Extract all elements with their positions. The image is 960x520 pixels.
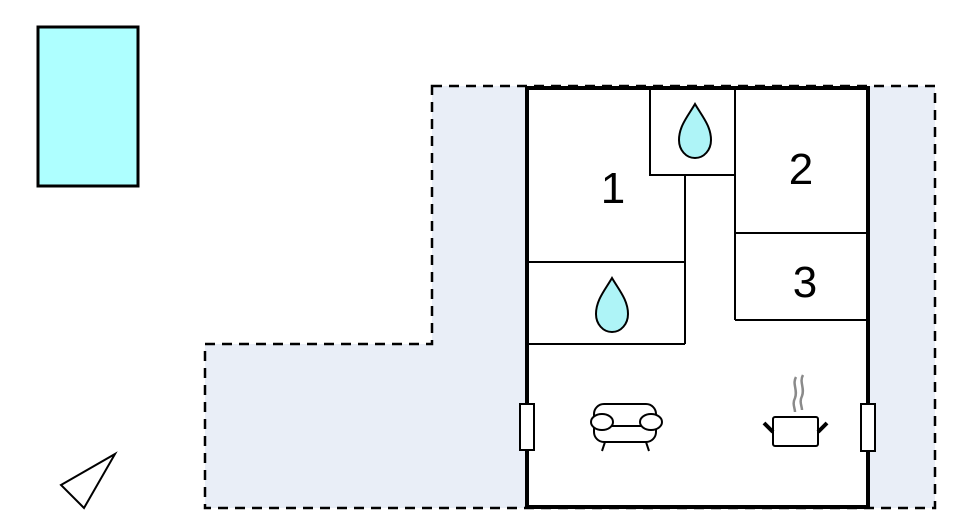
house-outer-walls [525,86,870,509]
interior-walls [527,88,868,345]
water-drop-icon [677,102,713,160]
cooking-pot-icon [762,374,829,447]
door-left [519,403,535,451]
room-label-1: 1 [601,164,625,213]
door-right [860,403,876,452]
sofa-icon [590,403,663,452]
room-label-2: 2 [789,145,813,194]
water-drop-icon [594,276,630,334]
pool [36,25,140,188]
north-arrow-icon [59,451,118,510]
room-label-3: 3 [793,258,817,307]
